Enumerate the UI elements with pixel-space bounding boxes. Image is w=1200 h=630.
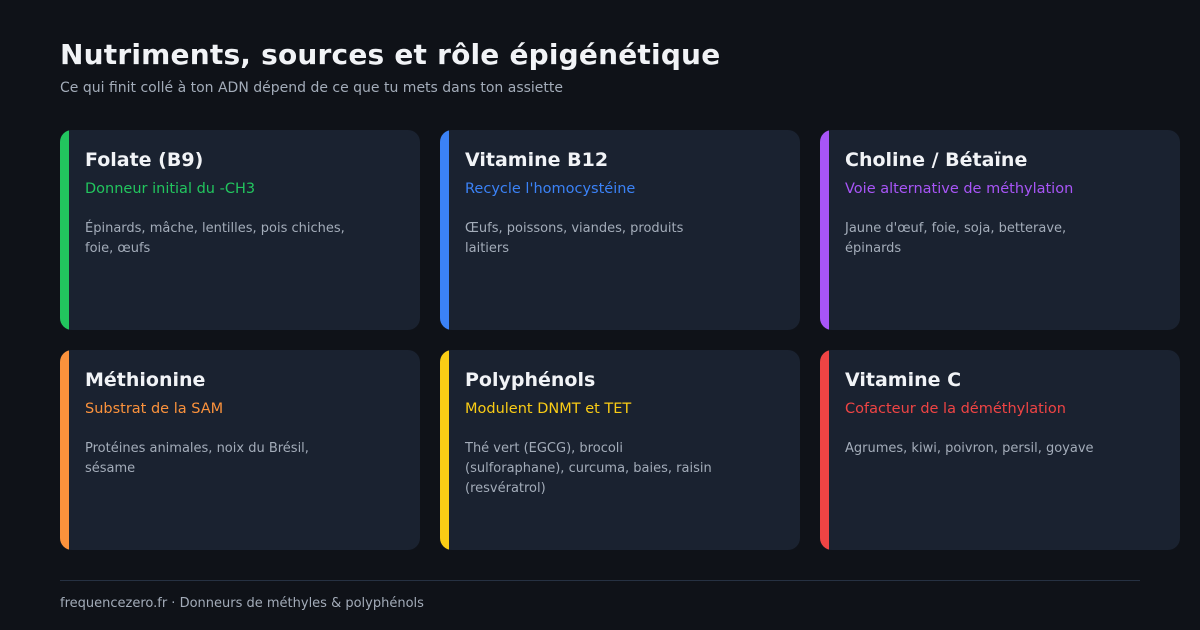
nutrient-name: Folate (B9)	[85, 149, 204, 171]
nutrient-sources: Thé vert (EGCG), brocoli (sulforaphane),…	[465, 441, 712, 496]
nutrient-card-b12: Vitamine B12 Recycle l'homocystéine Œufs…	[440, 130, 800, 330]
nutrient-name: Méthionine	[85, 369, 206, 391]
nutrient-card-polyphenols: Polyphénols Modulent DNMT et TET Thé ver…	[440, 350, 800, 550]
nutrient-card-methionine: Méthionine Substrat de la SAM Protéines …	[60, 350, 420, 550]
nutrient-name: Vitamine B12	[465, 149, 609, 171]
nutrient-sources: Jaune d'œuf, foie, soja, betterave, épin…	[845, 221, 1067, 256]
accent-bar	[60, 130, 73, 330]
nutrient-sources: Protéines animales, noix du Brésil, sésa…	[85, 441, 309, 476]
nutrient-role: Donneur initial du -CH3	[85, 181, 256, 197]
nutrient-sources: Œufs, poissons, viandes, produits laitie…	[465, 221, 684, 256]
nutrient-role: Cofacteur de la déméthylation	[845, 401, 1066, 417]
page-subtitle: Ce qui finit collé à ton ADN dépend de c…	[60, 80, 564, 96]
nutrient-name: Choline / Bétaïne	[845, 149, 1028, 171]
accent-bar	[820, 130, 833, 330]
nutrient-role: Voie alternative de méthylation	[845, 181, 1074, 197]
nutrient-card-vitamin-c: Vitamine C Cofacteur de la déméthylation…	[820, 350, 1180, 550]
nutrient-name: Vitamine C	[845, 369, 962, 391]
nutrient-role: Modulent DNMT et TET	[465, 401, 632, 417]
nutrient-role: Recycle l'homocystéine	[465, 181, 636, 197]
accent-bar	[60, 350, 73, 550]
nutrient-card-choline: Choline / Bétaïne Voie alternative de mé…	[820, 130, 1180, 330]
nutrient-grid: Folate (B9) Donneur initial du -CH3 Épin…	[60, 130, 1180, 550]
nutrient-sources: Agrumes, kiwi, poivron, persil, goyave	[845, 441, 1094, 456]
accent-bar	[820, 350, 833, 550]
nutrient-card-folate: Folate (B9) Donneur initial du -CH3 Épin…	[60, 130, 420, 330]
nutrient-role: Substrat de la SAM	[85, 401, 224, 417]
nutrient-sources: Épinards, mâche, lentilles, pois chiches…	[85, 221, 345, 256]
page-title: Nutriments, sources et rôle épigénétique	[60, 38, 721, 71]
nutrient-name: Polyphénols	[465, 369, 596, 391]
footer-divider	[60, 580, 1140, 581]
accent-bar	[440, 130, 453, 330]
footer-text: frequencezero.fr · Donneurs de méthyles …	[60, 596, 424, 611]
accent-bar	[440, 350, 453, 550]
